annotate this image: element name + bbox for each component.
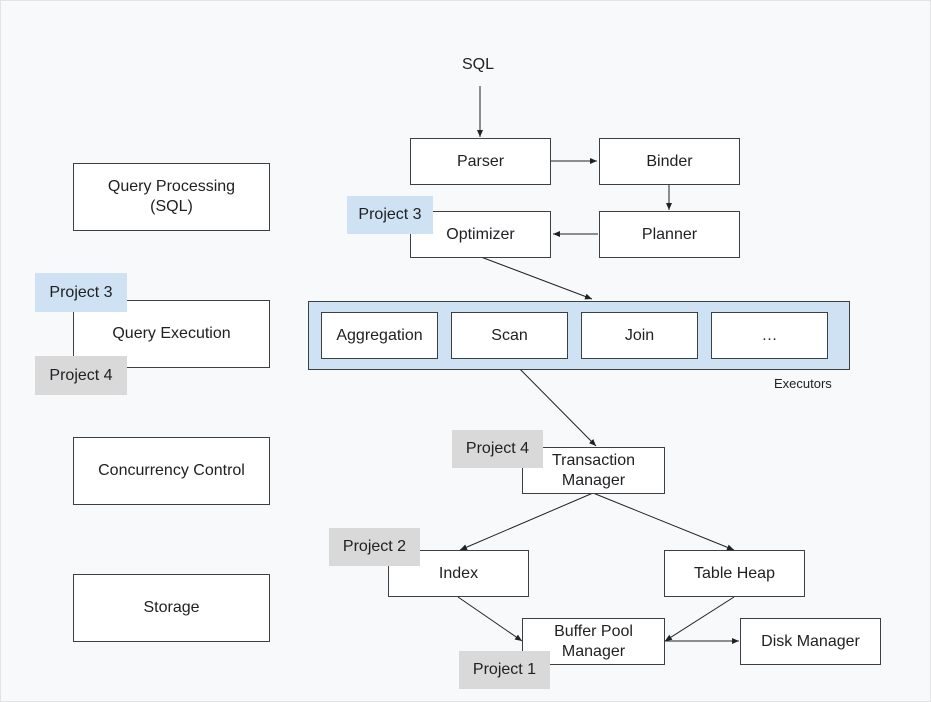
executors-label: Executors (774, 376, 832, 391)
transaction-manager-box: Transaction Manager (522, 447, 665, 494)
project-tag-optimizer: Project 3 (347, 196, 433, 234)
disk-manager-box: Disk Manager (740, 618, 881, 665)
arrow-tableheap-to-bufferpool (664, 596, 735, 642)
layer-storage: Storage (73, 574, 270, 642)
optimizer-box: Optimizer (410, 211, 551, 258)
arrow-transaction-to-index (459, 492, 594, 551)
planner-box: Planner (599, 211, 740, 258)
executor-more: … (711, 312, 828, 359)
layer-concurrency-control: Concurrency Control (73, 437, 270, 505)
project-tag-query-execution-a: Project 3 (35, 273, 127, 312)
executor-join: Join (581, 312, 698, 359)
project-tag-index: Project 2 (329, 528, 420, 566)
project-tag-query-execution-b: Project 4 (35, 356, 127, 395)
parser-box: Parser (410, 138, 551, 185)
sql-label: SQL (462, 56, 495, 73)
executor-scan: Scan (451, 312, 568, 359)
buffer-pool-manager-box: Buffer Pool Manager (522, 618, 665, 665)
executor-aggregation: Aggregation (321, 312, 438, 359)
project-tag-buffer-pool: Project 1 (459, 651, 550, 689)
table-heap-box: Table Heap (664, 550, 805, 597)
arrow-transaction-to-tableheap (592, 492, 735, 551)
binder-box: Binder (599, 138, 740, 185)
arrow-optimizer-to-executors (480, 256, 593, 300)
arrow-index-to-bufferpool (457, 596, 523, 642)
layer-query-processing: Query Processing (SQL) (73, 163, 270, 231)
project-tag-transaction: Project 4 (452, 430, 543, 468)
